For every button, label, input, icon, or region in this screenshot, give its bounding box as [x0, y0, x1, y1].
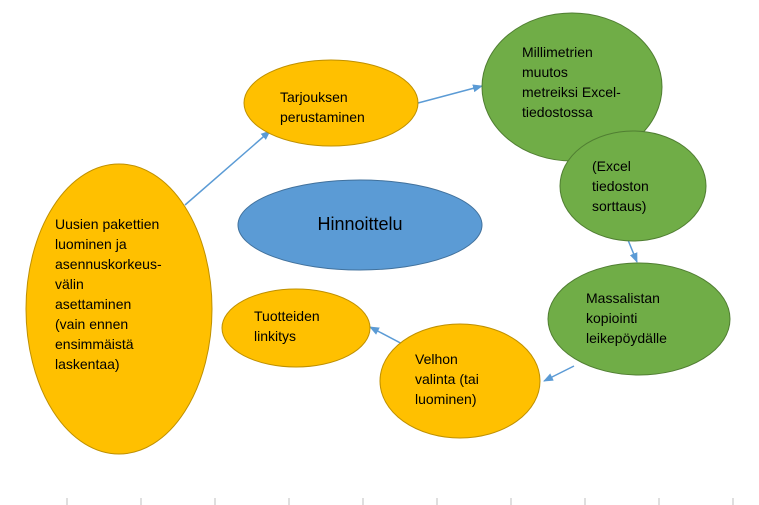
node-excel	[559, 130, 707, 242]
node-massa	[547, 262, 731, 376]
label-tarjous: Tarjouksen perustaminen	[280, 89, 365, 125]
label-excel: (Excel tiedoston sorttaus)	[592, 158, 649, 214]
arrow-massa-to-velho	[543, 365, 575, 382]
node-center	[237, 179, 483, 271]
label-velho: Velhon valinta (tai luominen)	[415, 351, 479, 407]
label-tuotteet: Tuotteiden linkitys	[254, 308, 320, 344]
arrow-uusien-to-tarjous	[184, 130, 271, 206]
node-uusien	[25, 163, 213, 455]
label-massa: Massalistan kopiointi leikepöydälle	[586, 290, 667, 346]
label-milli: Millimetrien muutos metreiksi Excel- tie…	[522, 44, 621, 120]
node-tarjous	[243, 59, 419, 147]
arrow-excel-to-massa	[627, 239, 638, 263]
bottom-ticks	[66, 498, 734, 505]
arrow-tarjous-to-milli	[417, 84, 483, 104]
node-tuotteet	[221, 288, 371, 368]
label-uusien: Uusien pakettien luominen ja asennuskork…	[55, 216, 162, 372]
center-label: Hinnoittelu	[317, 214, 403, 234]
node-velho	[379, 323, 541, 439]
